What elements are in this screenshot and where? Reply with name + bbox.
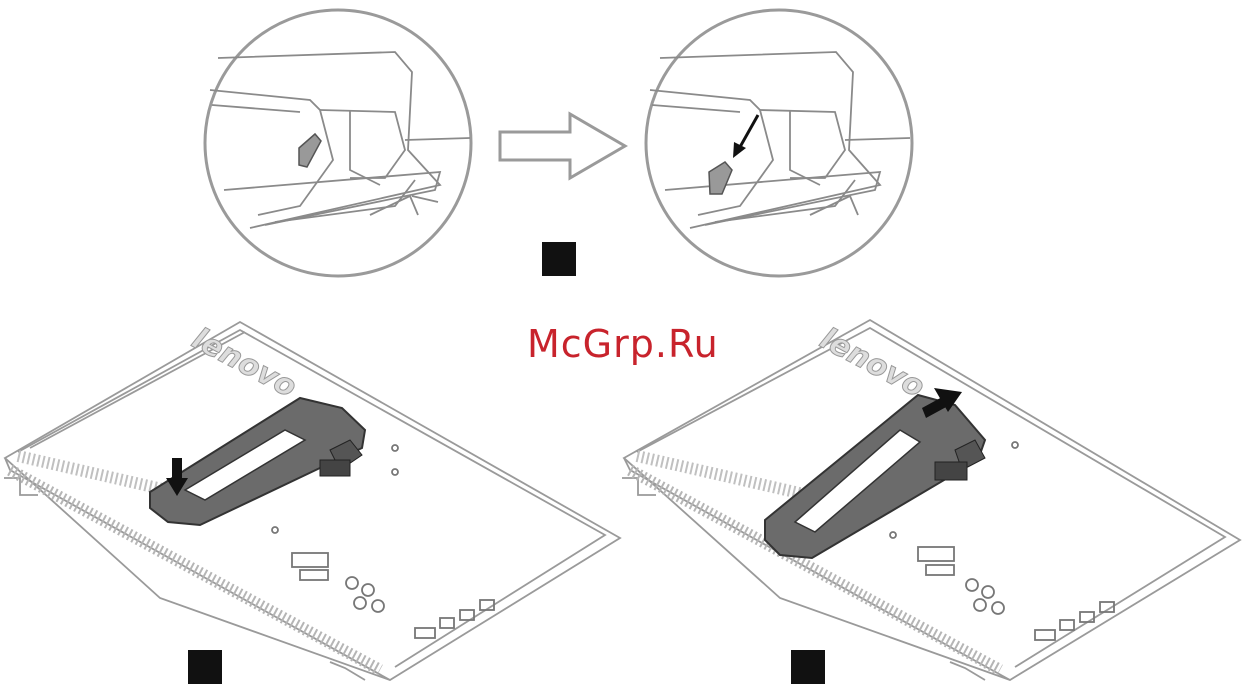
step-marker-top	[542, 242, 576, 276]
detail-circle-after	[646, 10, 912, 276]
watermark: McGrp.Ru	[527, 322, 737, 372]
computer-back-right	[622, 320, 1240, 680]
detail-circle-before	[205, 10, 471, 276]
step-marker-bottom-left	[188, 650, 222, 684]
right-arrow-icon	[500, 114, 625, 178]
computer-back-left	[4, 322, 620, 680]
step-marker-bottom-right	[791, 650, 825, 684]
